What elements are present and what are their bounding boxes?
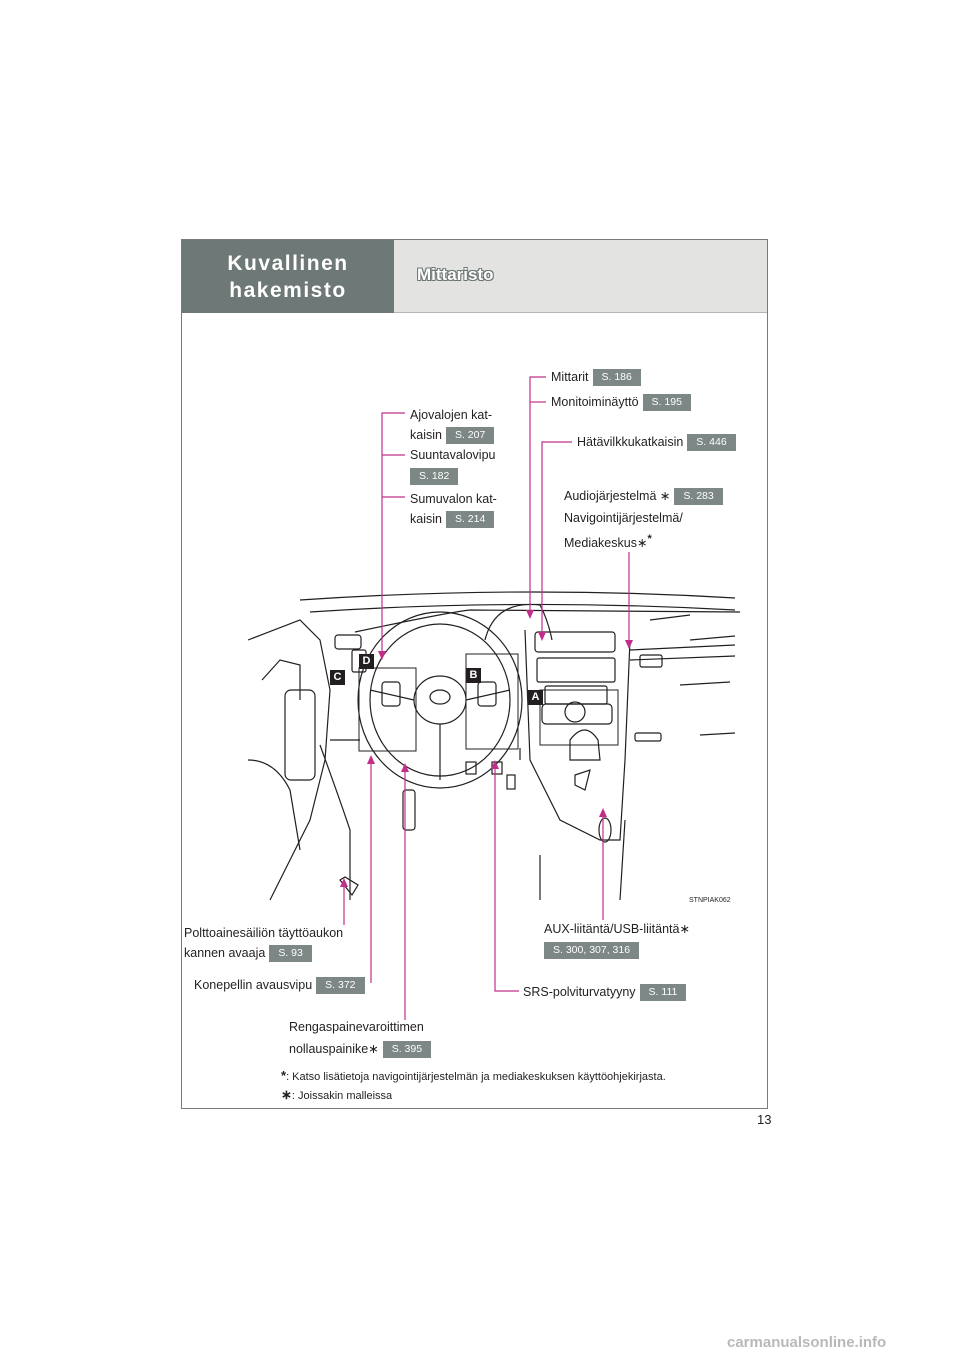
label-sumuvalo-1: Sumuvalon kat- (410, 492, 497, 506)
ref-ajovalo[interactable]: S. 207 (445, 427, 495, 445)
ref-rengas[interactable]: S. 395 (382, 1041, 432, 1059)
label-polttoaine-1: Polttoainesäiliön täyttöaukon (184, 926, 344, 940)
image-code: STNPIAK062 (689, 897, 731, 904)
label-mittarit-text: Mittarit (551, 370, 589, 384)
label-konepelti-text: Konepellin avausvipu (194, 978, 313, 992)
label-audio: Audiojärjestelmä ∗S. 283 (564, 487, 723, 506)
footnote-2-text: : Joissakin malleissa (291, 1090, 393, 1102)
page-title: Mittaristo (417, 265, 494, 284)
label-monitoiminaytto-text: Monitoiminäyttö (551, 395, 639, 409)
ref-polttoaine[interactable]: S. 93 (269, 945, 312, 963)
callout-c: C (330, 670, 345, 685)
footnote-1-mark: * (281, 1068, 287, 1083)
footnote-1-text: : Katso lisätietoja navigointijärjestelm… (286, 1071, 666, 1083)
ref-suuntavalo[interactable]: S. 182 (410, 468, 459, 485)
ref-monitoiminaytto[interactable]: S. 195 (642, 394, 691, 412)
ref-srs[interactable]: S. 111 (639, 984, 687, 1002)
page-number: 13 (757, 1112, 772, 1127)
footnote-1: *: Katso lisätietoja navigointijärjestel… (281, 1068, 666, 1085)
label-sumuvalo-2: kaisin (410, 512, 442, 526)
label-hatavilkku-text: Hätävilkkukatkaisin (577, 435, 684, 449)
watermark: carmanualsonline.info (727, 1334, 887, 1351)
ref-audio[interactable]: S. 283 (674, 488, 723, 506)
footnote-2: ∗: Joissakin malleissa (281, 1087, 392, 1104)
footnote-2-mark: ∗ (281, 1087, 292, 1102)
ref-aux[interactable]: S. 300, 307, 316 (544, 942, 640, 959)
label-ajovalo-2: kaisin (410, 428, 442, 442)
ref-konepelti[interactable]: S. 372 (316, 977, 365, 995)
label-audio-2: Navigointijärjestelmä/ (564, 511, 683, 525)
label-rengas-2: nollauspainike∗ (289, 1042, 379, 1056)
label-audio-3-wrap: Mediakeskus∗* (564, 530, 652, 553)
label-rengas: nollauspainike∗S. 395 (289, 1040, 432, 1059)
label-audio-1: Audiojärjestelmä ∗ (564, 489, 671, 503)
page-header: Mittaristo (394, 240, 767, 313)
callout-b: B (466, 668, 481, 683)
callout-d: D (359, 654, 374, 669)
label-rengas-1: Rengaspainevaroittimen (289, 1020, 424, 1034)
page-frame (181, 239, 768, 1109)
label-srs-text: SRS-polviturvatyyny (523, 985, 636, 999)
label-audio-3: Mediakeskus∗ (564, 536, 648, 551)
label-suuntavalo: Suuntavalovipu (410, 448, 496, 462)
ref-sumuvalo[interactable]: S. 214 (445, 511, 495, 529)
label-aux: AUX-liitäntä/USB-liitäntä∗ (544, 922, 690, 936)
label-ajovalo-1: Ajovalojen kat- (410, 408, 492, 422)
ref-hatavilkku[interactable]: S. 446 (687, 434, 736, 452)
asterisk-mark: * (647, 533, 652, 545)
callout-a: A (528, 690, 543, 705)
ref-mittarit[interactable]: S. 186 (592, 369, 641, 387)
section-header: Kuvallinen hakemisto (182, 240, 394, 313)
label-polttoaine-2: kannen avaaja (184, 946, 266, 960)
section-title: Kuvallinen hakemisto (227, 251, 349, 302)
